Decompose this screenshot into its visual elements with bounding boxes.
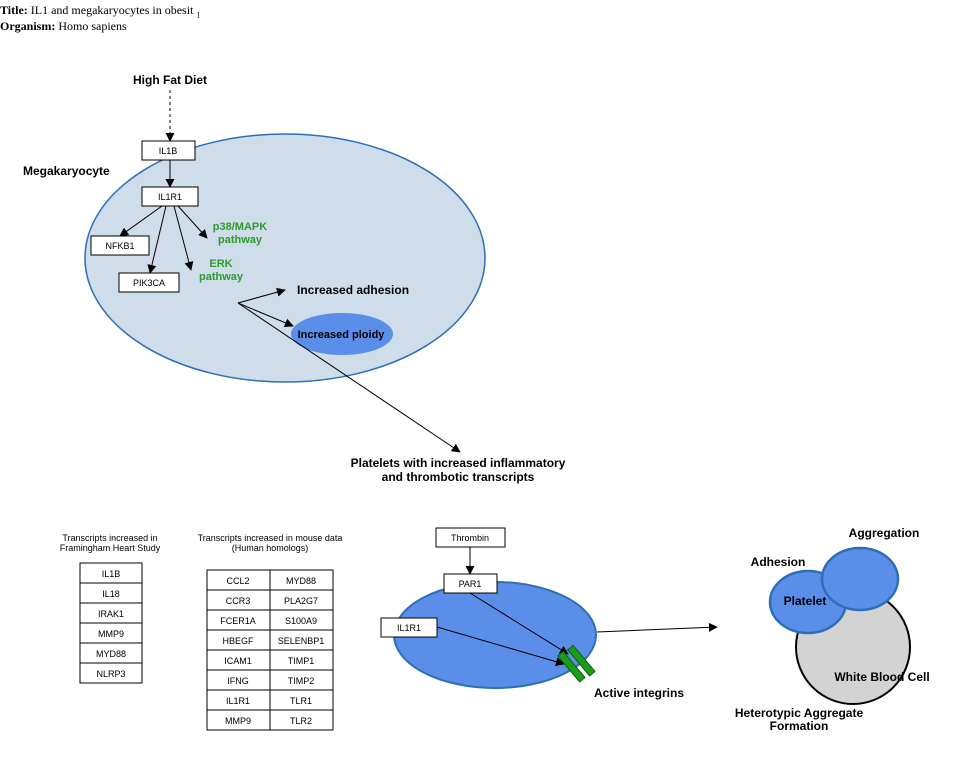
nfkb1-box[interactable]: [90, 235, 150, 256]
nfkb1-label: NFKB1: [105, 241, 134, 251]
framingham-item: MMP9: [98, 629, 124, 639]
framingham-item: NLRP3: [96, 669, 125, 679]
par1-to-integrins-arrow: [469, 592, 569, 655]
aggregation-label: Aggregation: [849, 526, 920, 540]
nucleus-ellipse: [291, 313, 393, 355]
mouse-item: MYD88: [286, 576, 316, 586]
il1r1-to-nfkb1-arrow: [119, 205, 163, 237]
il1r1-to-pik3ca-arrow: [147, 205, 167, 274]
to-platelets-arrow: [237, 302, 461, 453]
mouse-item: CCL2: [226, 576, 249, 586]
increased-ploidy-label: Increased ploidy: [298, 329, 386, 341]
white-blood-cell-label: White Blood Cell: [834, 670, 929, 684]
integrin-icon: [557, 644, 596, 683]
mouse-item: SELENBP1: [278, 636, 325, 646]
par1-label: PAR1: [459, 579, 482, 589]
title-suffix: 1: [196, 10, 201, 20]
mouse-item: ICAM1: [224, 656, 252, 666]
pik3ca-box[interactable]: [118, 272, 180, 293]
il1r1-box[interactable]: [141, 186, 199, 207]
mouse-item: CCR3: [226, 596, 251, 606]
p38-label-line1: p38/MAPK: [213, 221, 267, 233]
thrombin-label: Thrombin: [451, 533, 489, 543]
mouse-item: TLR1: [290, 696, 312, 706]
il1r1-label: IL1R1: [158, 192, 182, 202]
mouse-item: PLA2G7: [284, 596, 318, 606]
framingham-header-line1: Transcripts increased in: [62, 533, 157, 543]
framingham-cell: [79, 662, 143, 684]
increased-adhesion-label: Increased adhesion: [297, 283, 409, 297]
active-integrins-label: Active integrins: [594, 686, 684, 700]
platelets-label-line2: and thrombotic transcripts: [382, 470, 535, 484]
mouse-item: MMP9: [225, 716, 251, 726]
erk-label-line1: ERK: [209, 258, 232, 270]
framingham-item: IRAK1: [98, 609, 124, 619]
organism-line: Organism: Homo sapiens: [0, 19, 127, 34]
il1r1-to-erk-arrow: [173, 205, 194, 271]
il1b-label: IL1B: [159, 146, 178, 156]
pik3ca-label: PIK3CA: [133, 278, 165, 288]
platelet-aggregation: [820, 546, 900, 612]
mouse-item: S100A9: [285, 616, 317, 626]
il1b-box[interactable]: [141, 140, 196, 161]
platelet-label: Platelet: [784, 594, 827, 608]
il1r1-receptor-label: IL1R1: [397, 623, 421, 633]
mouse-item: HBEGF: [222, 636, 254, 646]
to-adhesion-arrow: [237, 287, 286, 304]
framingham-item: IL1B: [102, 569, 121, 579]
framingham-item: IL18: [102, 589, 120, 599]
heterotypic-label-line2: Formation: [770, 719, 829, 733]
title-value: IL1 and megakaryocytes in obesit: [30, 3, 194, 17]
il1r1-to-integrins-arrow: [436, 626, 565, 667]
framingham-header-line2: Framingham Heart Study: [60, 543, 161, 553]
title-line: Title: IL1 and megakaryocytes in obesit …: [0, 3, 200, 19]
mouse-item: TIMP1: [288, 656, 315, 666]
megakaryocyte-label: Megakaryocyte: [23, 164, 110, 178]
mouse-item: TIMP2: [288, 676, 315, 686]
framingham-item: MYD88: [96, 649, 126, 659]
organism-value: Homo sapiens: [58, 19, 127, 33]
heterotypic-label-line1: Heterotypic Aggregate: [735, 706, 864, 720]
title-label: Title:: [0, 3, 28, 17]
mouse-cell: [269, 709, 334, 731]
organism-label: Organism:: [0, 19, 56, 33]
mouse-item: IL1R1: [226, 696, 250, 706]
adhesion-label: Adhesion: [751, 555, 806, 569]
platelets-label-line1: Platelets with increased inflammatory: [351, 456, 566, 470]
mouse-header-line2: (Human homologs): [232, 543, 309, 553]
il1r1-to-p38-arrow: [177, 205, 208, 239]
framingham-table: IL1B IL18 IRAK1 MMP9 MYD88 NLRP3: [79, 562, 143, 684]
mouse-header-line1: Transcripts increased in mouse data: [198, 533, 343, 543]
megakaryocyte-cell: [84, 133, 486, 383]
mouse-table: CCL2 MYD88 CCR3 PLA2G7 FCER1A S100A9 HBE…: [206, 569, 334, 731]
high-fat-diet-label: High Fat Diet: [133, 73, 207, 87]
mouse-item: FCER1A: [220, 616, 256, 626]
to-aggregate-arrow: [596, 622, 718, 633]
erk-label-line2: pathway: [199, 271, 244, 283]
p38-label-line2: pathway: [218, 234, 263, 246]
mouse-item: TLR2: [290, 716, 312, 726]
mouse-item: IFNG: [227, 676, 249, 686]
to-ploidy-arrow: [237, 302, 294, 328]
